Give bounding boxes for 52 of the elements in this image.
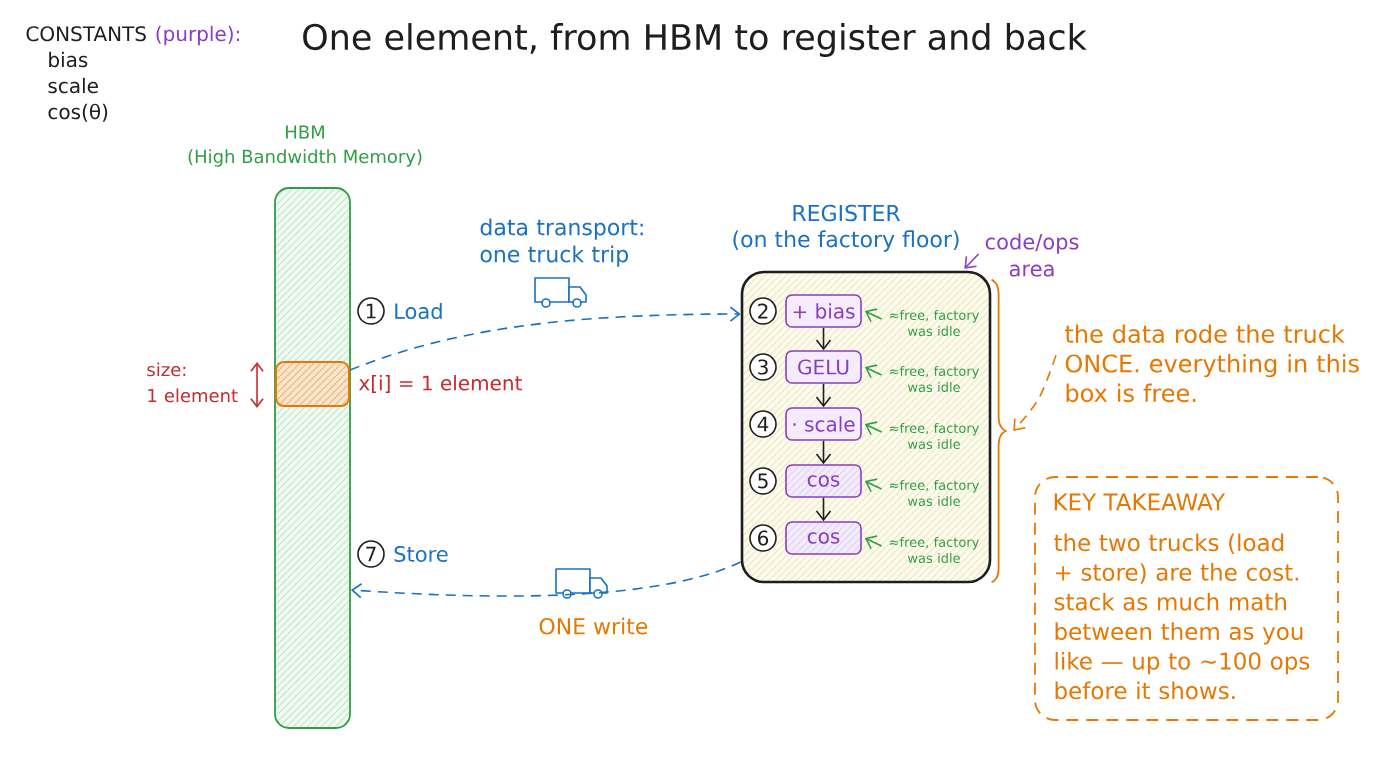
- dashed-arrow: [349, 306, 741, 371]
- annotation: the data rode the truck ONCE. everything in this box is free.: [1065, 324, 1359, 403]
- arrow: [864, 478, 883, 493]
- list-item: bias: [49, 51, 88, 68]
- step-number: 3: [749, 353, 777, 381]
- step-number: 4: [749, 410, 777, 438]
- annotation: ≈free, factory was idle: [890, 423, 979, 450]
- dashed-arrow: [350, 561, 742, 599]
- arrow: [864, 421, 883, 436]
- dashed-arrow: [1013, 354, 1057, 431]
- heading: HBM: [286, 125, 324, 139]
- curly-brace: [990, 278, 1007, 584]
- annotation: ≈free, factory was idle: [890, 480, 979, 507]
- arrow: [964, 253, 980, 269]
- note: (purple):: [156, 25, 239, 46]
- operation-box: GELU: [785, 350, 862, 384]
- arrow: [864, 535, 883, 550]
- arrow: [864, 308, 883, 323]
- step-number: 1: [357, 297, 385, 325]
- step-number: 5: [749, 467, 777, 495]
- arrow: [864, 364, 883, 379]
- operation-box: cos: [785, 464, 862, 498]
- callout-box: [1034, 476, 1339, 721]
- step-number: 7: [357, 540, 385, 568]
- annotation: ≈free, factory was idle: [890, 537, 979, 564]
- arrow: [815, 497, 832, 522]
- body-text: the two trucks (load + store) are the cost. stack as much math between them as you like — up to ~100 ops before it shows.: [1054, 533, 1310, 700]
- edge-label: data transport: one truck trip: [480, 218, 643, 267]
- heading: KEY TAKEAWAY: [1054, 493, 1226, 511]
- step-label: Store: [394, 546, 448, 562]
- annotation: ≈free, factory was idle: [890, 310, 979, 337]
- operation-box: + bias: [785, 294, 862, 328]
- step-number: 6: [749, 524, 777, 552]
- operation-box: · scale: [785, 407, 862, 441]
- heading: CONSTANTS: [26, 26, 146, 42]
- edge-label: ONE write: [539, 617, 648, 635]
- step-label: Load: [395, 302, 442, 320]
- element-label: x[i] = 1 element: [358, 375, 522, 393]
- step-number: 2: [749, 297, 777, 325]
- title: One element, from HBM to register and back: [303, 23, 1087, 57]
- list-item: cos(θ): [48, 103, 108, 122]
- dimension-label: size: 1 element: [147, 362, 238, 403]
- arrow: [815, 383, 832, 408]
- annotation: ≈free, factory was idle: [890, 366, 979, 393]
- heading: (High Bandwidth Memory): [188, 149, 422, 167]
- operation-box: cos: [785, 521, 862, 555]
- arrow: [815, 327, 832, 351]
- heading: (on the factory floor): [733, 230, 959, 252]
- annotation: code/ops area: [985, 233, 1079, 277]
- list-item: scale: [48, 77, 98, 94]
- arrow: [815, 440, 832, 465]
- heading: REGISTER: [793, 204, 901, 222]
